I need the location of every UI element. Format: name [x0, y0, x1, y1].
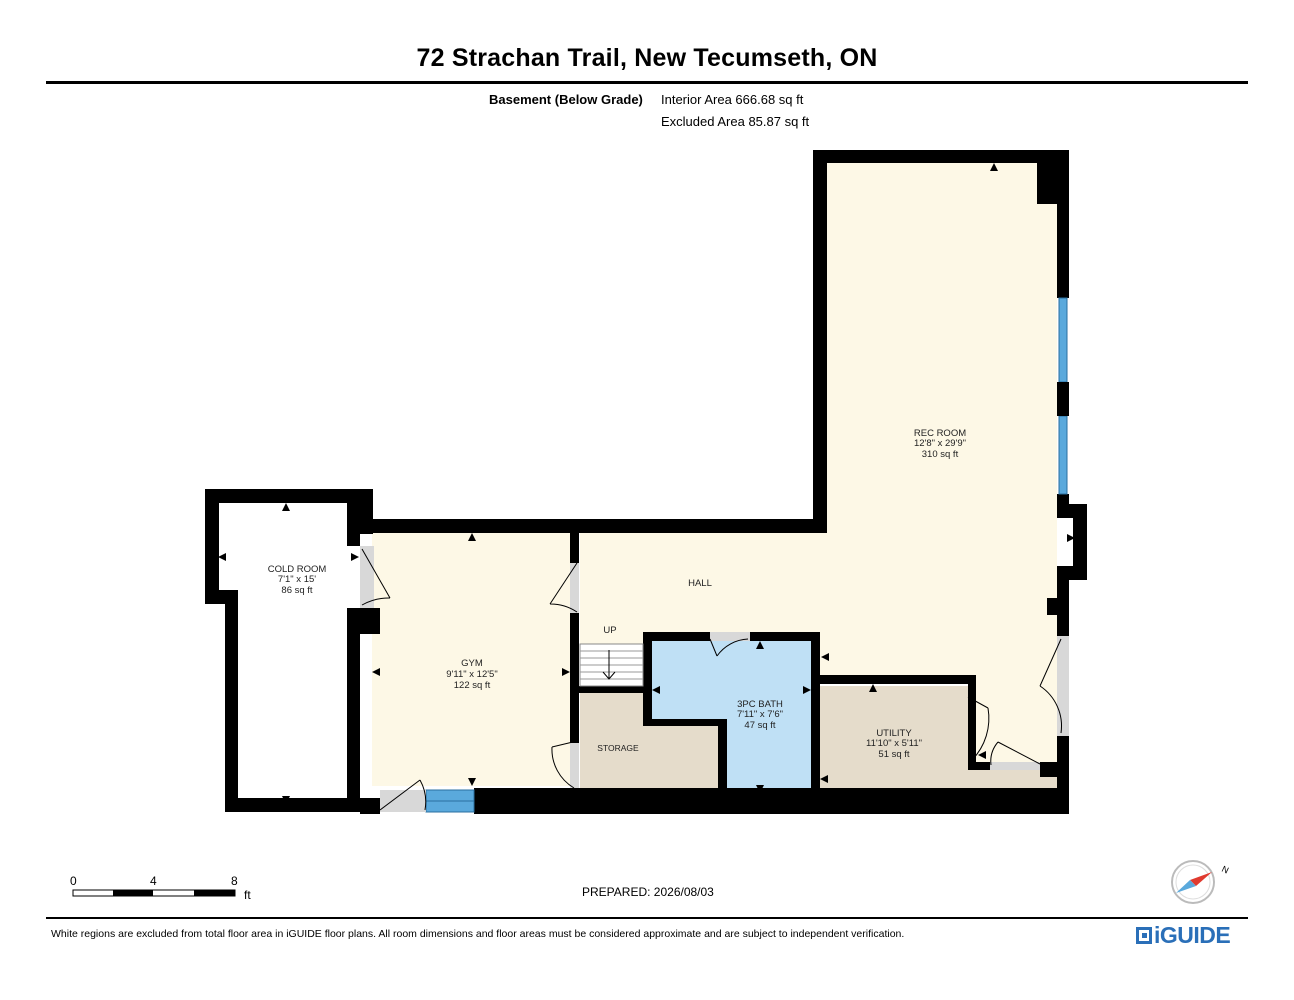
cold-room-name: COLD ROOM — [268, 564, 327, 575]
bath-dims: 7'11" x 7'6" — [737, 709, 783, 720]
hall-name: HALL — [688, 578, 712, 589]
bath-area: 47 sq ft — [744, 720, 776, 731]
scale-bar — [72, 889, 236, 897]
prepared-date: PREPARED: 2026/08/03 — [582, 885, 714, 899]
utility-area: 51 sq ft — [878, 749, 910, 760]
gym-area: 122 sq ft — [454, 680, 491, 691]
scale-tick-0: 0 — [70, 874, 77, 888]
stairs — [579, 643, 644, 687]
rec-room-name: REC ROOM — [914, 428, 966, 439]
walls — [205, 150, 1087, 814]
scale-tick-4: 4 — [150, 874, 157, 888]
compass-icon — [1171, 860, 1215, 904]
page-title: 72 Strachan Trail, New Tecumseth, ON — [416, 44, 878, 72]
compass-north-label: N — [1220, 864, 1230, 876]
cold-room-fill — [238, 503, 347, 793]
footer-divider — [46, 917, 1248, 919]
gym-name: GYM — [461, 658, 483, 669]
iguide-logo: iGUIDE — [1136, 922, 1231, 949]
storage-fill — [580, 686, 720, 795]
iguide-logo-icon — [1136, 927, 1152, 944]
storage-name: STORAGE — [597, 743, 639, 753]
windows — [425, 297, 1069, 813]
rec-room-area: 310 sq ft — [922, 449, 959, 460]
excluded-area: Excluded Area 85.87 sq ft — [661, 114, 810, 129]
bath-fill — [652, 640, 811, 793]
scale-unit: ft — [244, 888, 251, 902]
door-openings — [360, 546, 1069, 812]
utility-fill — [820, 686, 1057, 800]
stairs-label: UP — [603, 625, 616, 636]
cold-room-dims: 7'1" x 15' — [278, 574, 316, 585]
gym-fill — [372, 533, 575, 786]
gym-dims: 9'11" x 12'5" — [446, 669, 497, 680]
utility-name: UTILITY — [876, 728, 912, 739]
bath-name: 3PC BATH — [737, 699, 783, 710]
floor-label: Basement (Below Grade) — [489, 92, 643, 107]
rec-room-hall-fill — [580, 162, 1057, 790]
interior-area: Interior Area 666.68 sq ft — [661, 92, 804, 107]
measurement-arrows — [218, 163, 1075, 804]
iguide-logo-text: iGUIDE — [1154, 922, 1231, 948]
utility-dims: 11'10" x 5'11" — [866, 738, 922, 749]
scale-tick-8: 8 — [231, 874, 238, 888]
door-swings — [361, 548, 1062, 811]
rec-room-dims: 12'8" x 29'9" — [914, 438, 966, 449]
header-divider — [46, 81, 1248, 84]
cold-room-area: 86 sq ft — [281, 585, 313, 596]
footer-disclaimer: White regions are excluded from total fl… — [51, 928, 905, 940]
